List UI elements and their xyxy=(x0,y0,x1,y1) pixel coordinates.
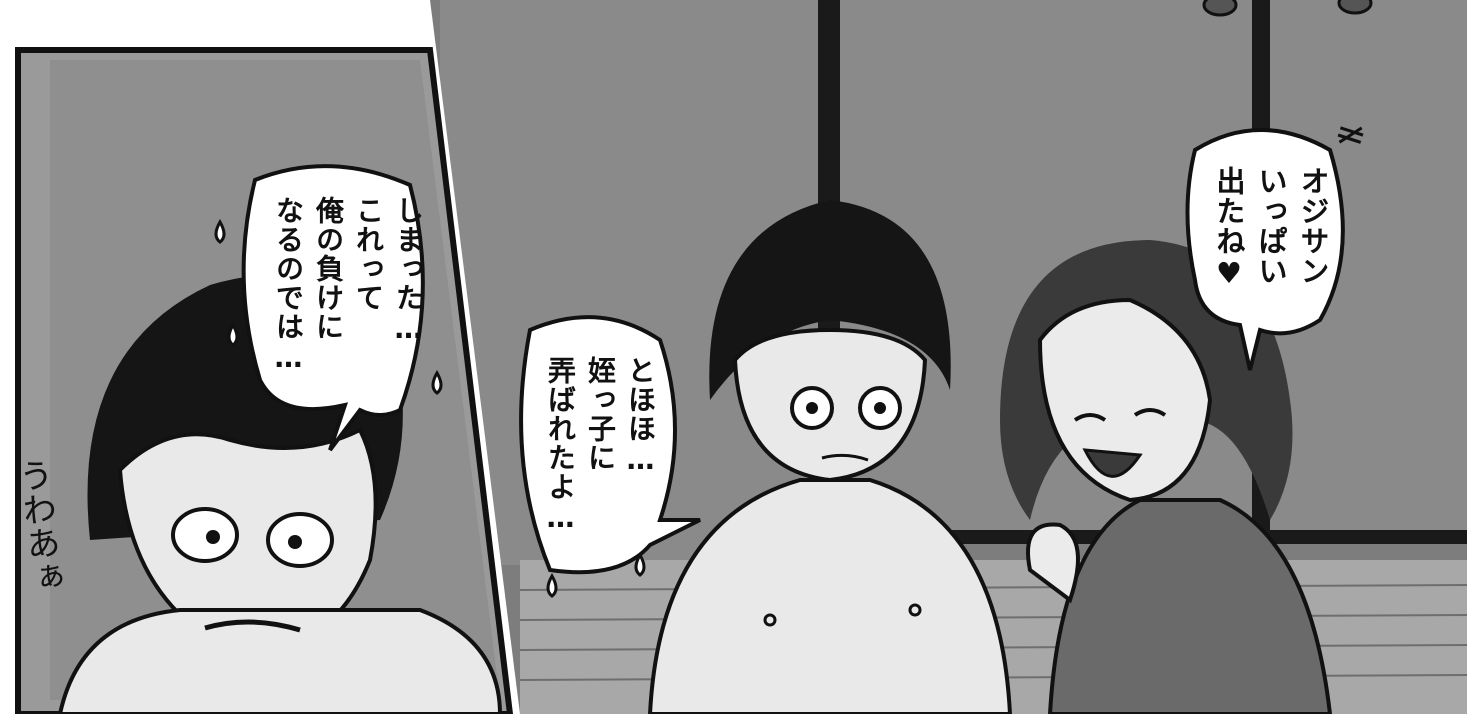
speech-bubble-middle: とほほ… 姪っ子に 弄ばれたよ… xyxy=(540,356,660,535)
speech-bubble-right: オジサン いっぱい 出たね♥ xyxy=(1208,166,1334,291)
speech-line: しまった… xyxy=(392,196,425,346)
speech-bubble-left: しまった… これって 俺の負けに なるのでは… xyxy=(268,196,428,375)
speech-line: 俺の負けに xyxy=(312,196,345,341)
speech-line: 姪っ子に xyxy=(584,356,617,472)
speech-line: 出たね♥ xyxy=(1212,166,1246,291)
speech-line: 弄ばれたよ… xyxy=(544,356,577,535)
speech-line: オジサン xyxy=(1296,166,1330,286)
speech-line: いっぱい xyxy=(1254,166,1288,286)
speech-line: なるのでは… xyxy=(272,196,305,375)
speech-line: とほほ… xyxy=(624,356,657,477)
speech-line: これって xyxy=(352,196,385,312)
